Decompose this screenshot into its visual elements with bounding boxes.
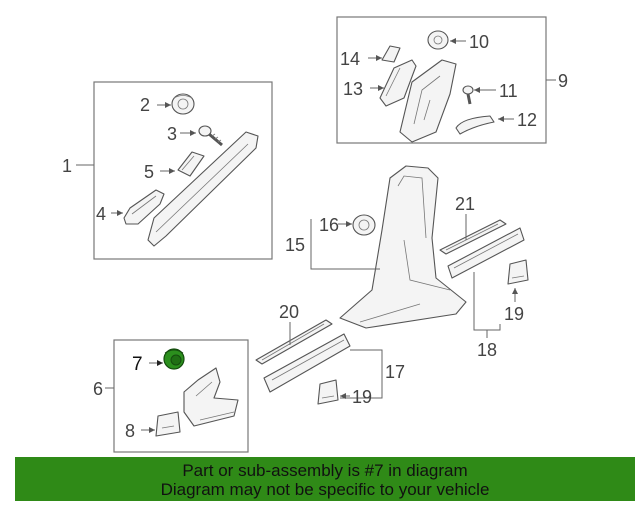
callout-2: 2: [140, 95, 150, 115]
callout-15: 15: [285, 235, 305, 255]
part-19-clip-right: [507, 259, 529, 285]
part-4-cover: [123, 189, 165, 225]
part-10-grommet: [427, 30, 449, 50]
callout-1: 1: [62, 156, 72, 176]
banner-line-1: Part or sub-assembly is #7 in diagram: [182, 461, 468, 480]
a-pillar-trim: [147, 131, 259, 247]
callout-3: 3: [167, 124, 177, 144]
part-12-handle: [455, 115, 495, 135]
part-2-grommet: [171, 93, 195, 115]
callout-7: 7: [132, 354, 143, 375]
part-21-sill-strip: [439, 219, 507, 255]
b-pillar-upper-trim: [399, 59, 457, 143]
banner-line-2: Diagram may not be specific to your vehi…: [160, 480, 490, 499]
callout-12: 12: [517, 110, 537, 130]
part-11-screw: [462, 85, 474, 105]
callout-18: 18: [477, 340, 497, 360]
b-pillar-lower-trim: [339, 165, 467, 329]
callout-16: 16: [319, 215, 339, 235]
info-banner: Part or sub-assembly is #7 in diagram Di…: [15, 457, 635, 501]
front-scuff-plate: [263, 333, 351, 393]
part-5-clip: [177, 151, 205, 177]
part-13-cover: [379, 59, 417, 107]
callout-14: 14: [340, 49, 360, 69]
callout-21: 21: [455, 194, 475, 214]
group-box-1: [93, 81, 273, 260]
callout-17: 17: [385, 362, 405, 382]
callout-13: 13: [343, 79, 363, 99]
callout-11: 11: [499, 81, 518, 101]
parts-diagram: 1 2 3 5 4 10: [62, 16, 568, 453]
part-8-clip: [155, 411, 181, 437]
callout-9: 9: [558, 71, 568, 91]
callout-10: 10: [469, 32, 489, 52]
callout-4: 4: [96, 204, 106, 224]
part-7-grommet-highlighted[interactable]: [163, 348, 185, 370]
part-3-screw: [198, 125, 223, 147]
rear-scuff-plate: [447, 227, 525, 279]
callout-6: 6: [93, 379, 103, 399]
callout-20: 20: [279, 302, 299, 322]
part-16-grommet: [352, 214, 376, 236]
part-14-clip: [381, 45, 401, 63]
callout-19-bottom: 19: [352, 387, 372, 407]
callout-19-right: 19: [504, 304, 524, 324]
kick-panel-trim: [183, 367, 239, 427]
callout-5: 5: [144, 162, 154, 182]
callout-8: 8: [125, 421, 135, 441]
part-19-clip-bottom: [317, 379, 339, 405]
group-box-6: [113, 339, 249, 453]
part-20-sill-strip: [255, 319, 333, 365]
